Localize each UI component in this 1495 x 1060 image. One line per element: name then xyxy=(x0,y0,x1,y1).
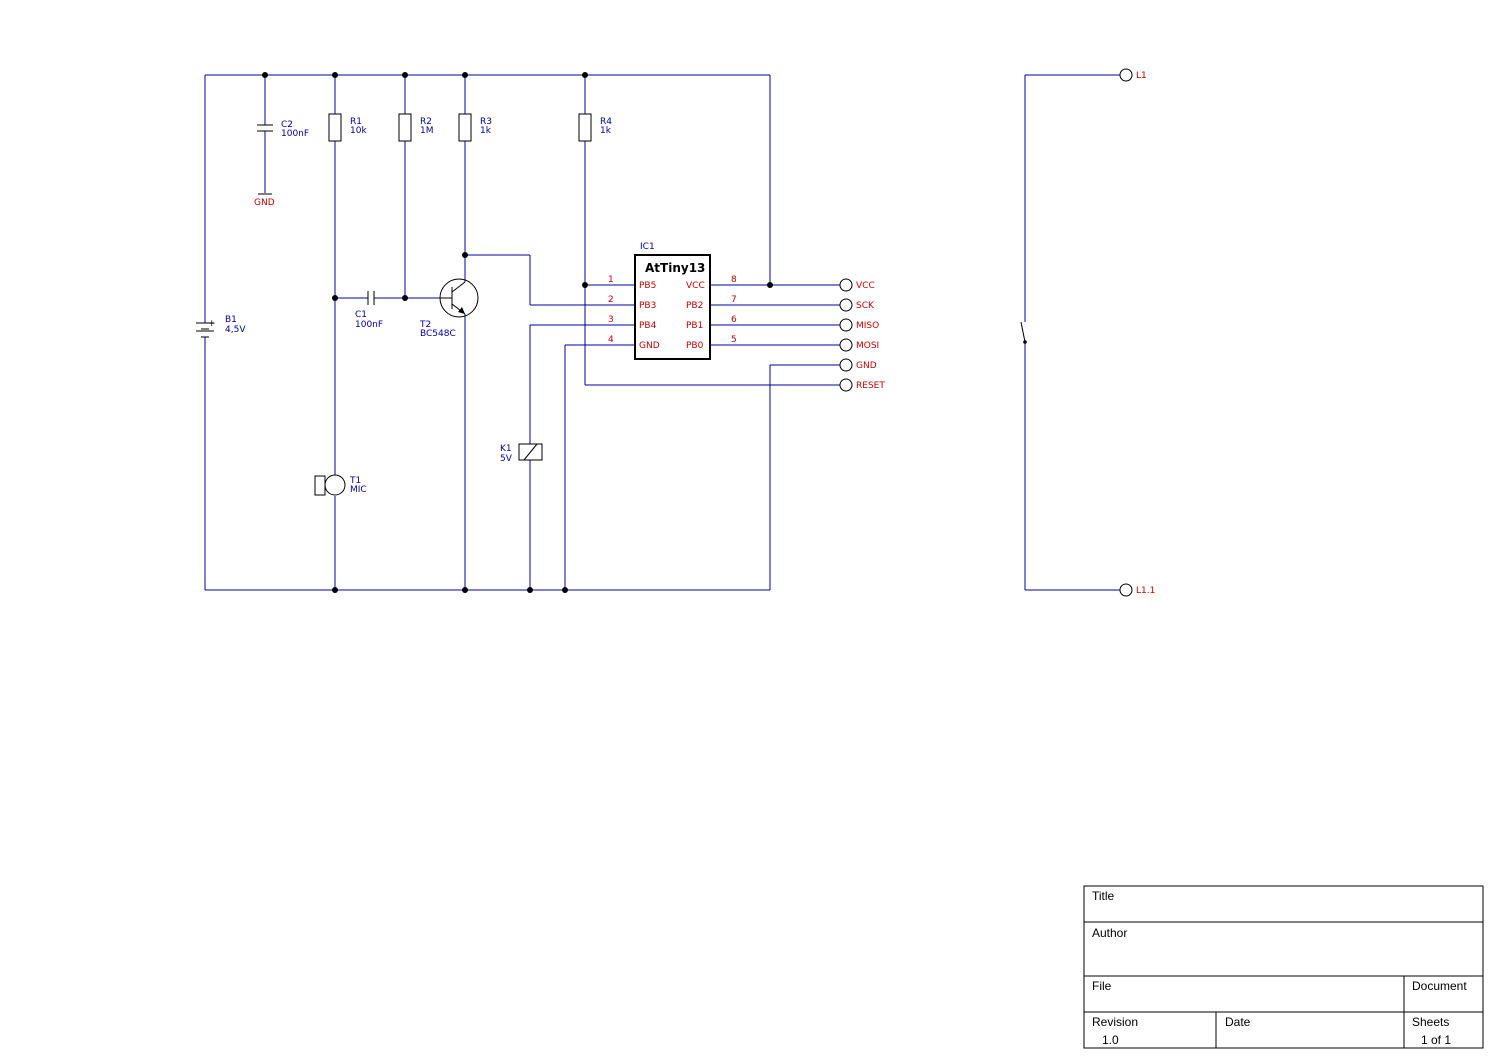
k1-ref: K1 xyxy=(500,444,512,454)
terminal-label: L1 xyxy=(1136,71,1147,81)
revision-value: 1.0 xyxy=(1102,1033,1119,1047)
connector-label: RESET xyxy=(856,381,885,391)
ic-pin-number: 1 xyxy=(608,275,614,285)
battery-b1[interactable]: + B1 4,5V xyxy=(196,315,246,338)
ground-symbol: GND xyxy=(254,193,275,208)
ic-pin-number: 6 xyxy=(731,315,737,325)
junctions xyxy=(262,72,773,593)
r3-value: 1k xyxy=(480,126,492,136)
relay-switch-contact[interactable] xyxy=(1020,321,1027,344)
transistor-t2[interactable]: T2 BC548C xyxy=(419,278,479,339)
resistor-r3[interactable]: R3 1k xyxy=(458,113,492,142)
title-block: Title Author File Document Revision 1.0 … xyxy=(1083,885,1484,1049)
document-label: Document xyxy=(1412,979,1467,993)
relay-k1[interactable]: K1 5V xyxy=(500,443,543,464)
file-label: File xyxy=(1092,979,1112,993)
connector-label: GND xyxy=(856,361,877,371)
ic-pin-number: 5 xyxy=(731,335,737,345)
ic-pin-name: VCC xyxy=(686,281,705,291)
junction-dot xyxy=(462,72,468,78)
connector-header: VCC SCK MISO MOSI GND RESET xyxy=(839,278,885,392)
r1-value: 10k xyxy=(350,126,367,136)
ic-pin-number: 4 xyxy=(608,335,614,345)
t1-ref: T1 xyxy=(349,476,361,486)
t1-value: MIC xyxy=(350,485,367,495)
c1-value: 100nF xyxy=(355,320,383,330)
sheets-value: 1 of 1 xyxy=(1421,1033,1451,1047)
author-label: Author xyxy=(1092,926,1127,940)
r4-ref: R4 xyxy=(600,117,612,127)
resistor-r2[interactable]: R2 1M xyxy=(398,113,434,142)
ic-pin-name: PB1 xyxy=(686,321,703,331)
wires xyxy=(204,74,1120,591)
ic-pin-name: PB2 xyxy=(686,301,703,311)
junction-dot xyxy=(462,587,468,593)
connector-vcc[interactable]: VCC xyxy=(839,278,875,292)
ic-attiny13[interactable]: IC1 AtTiny13 1 PB5 2 PB3 3 PB4 4 GND 8 V… xyxy=(608,242,737,360)
junction-dot xyxy=(582,282,588,288)
b1-plus: + xyxy=(208,319,216,329)
junction-dot xyxy=(332,587,338,593)
r2-ref: R2 xyxy=(420,117,432,127)
connector-gnd[interactable]: GND xyxy=(839,358,877,372)
connector-sck[interactable]: SCK xyxy=(839,298,875,312)
ic-pin-number: 7 xyxy=(731,295,737,305)
terminal-label: L1.1 xyxy=(1136,586,1155,596)
ic-pin-number: 3 xyxy=(608,315,614,325)
r2-value: 1M xyxy=(420,126,434,136)
junction-dot xyxy=(262,72,268,78)
resistor-r4[interactable]: R4 1k xyxy=(578,113,612,142)
junction-dot xyxy=(332,295,338,301)
title-label: Title xyxy=(1092,889,1115,903)
capacitor-c2[interactable]: C2 100nF xyxy=(257,120,309,139)
junction-dot xyxy=(527,587,533,593)
junction-dot xyxy=(462,252,468,258)
ic-pin-name: PB0 xyxy=(686,341,704,351)
t2-value: BC548C xyxy=(420,329,456,339)
ic-pin-name: PB3 xyxy=(639,301,656,311)
junction-dot xyxy=(402,295,408,301)
terminal-l1[interactable]: L1 xyxy=(1119,68,1147,82)
c1-ref: C1 xyxy=(355,310,367,320)
terminal-l1-1[interactable]: L1.1 xyxy=(1119,583,1155,597)
junction-dot xyxy=(332,72,338,78)
ground-label: GND xyxy=(254,198,275,208)
b1-value: 4,5V xyxy=(225,325,246,335)
connector-label: VCC xyxy=(856,281,875,291)
microphone-t1[interactable]: T1 MIC xyxy=(314,474,367,496)
t2-ref: T2 xyxy=(419,320,431,330)
junction-dot xyxy=(402,72,408,78)
c2-value: 100nF xyxy=(281,129,309,139)
resistor-r1[interactable]: R1 10k xyxy=(328,113,367,142)
revision-label: Revision xyxy=(1092,1015,1138,1029)
connector-label: MISO xyxy=(856,321,879,331)
k1-value: 5V xyxy=(500,454,513,464)
connector-reset[interactable]: RESET xyxy=(839,378,885,392)
ic-pin-number: 2 xyxy=(608,295,614,305)
connector-mosi[interactable]: MOSI xyxy=(839,338,879,352)
capacitor-c1[interactable]: C1 100nF xyxy=(355,291,383,330)
date-label: Date xyxy=(1225,1015,1251,1029)
b1-ref: B1 xyxy=(225,315,237,325)
c2-ref: C2 xyxy=(281,120,293,130)
ic-ref: IC1 xyxy=(640,242,655,252)
r3-ref: R3 xyxy=(480,117,492,127)
junction-dot xyxy=(582,72,588,78)
ic-pin-name: GND xyxy=(639,341,660,351)
connector-miso[interactable]: MISO xyxy=(839,318,879,332)
r1-ref: R1 xyxy=(350,117,362,127)
connector-label: MOSI xyxy=(856,341,879,351)
ic-pin-name: PB5 xyxy=(639,281,656,291)
ic-pin-number: 8 xyxy=(731,275,737,285)
ic-pin-name: PB4 xyxy=(639,321,657,331)
junction-dot xyxy=(562,587,568,593)
junction-dot xyxy=(767,282,773,288)
sheets-label: Sheets xyxy=(1412,1015,1449,1029)
connector-label: SCK xyxy=(856,301,875,311)
ic-name: AtTiny13 xyxy=(645,261,705,275)
r4-value: 1k xyxy=(600,126,612,136)
